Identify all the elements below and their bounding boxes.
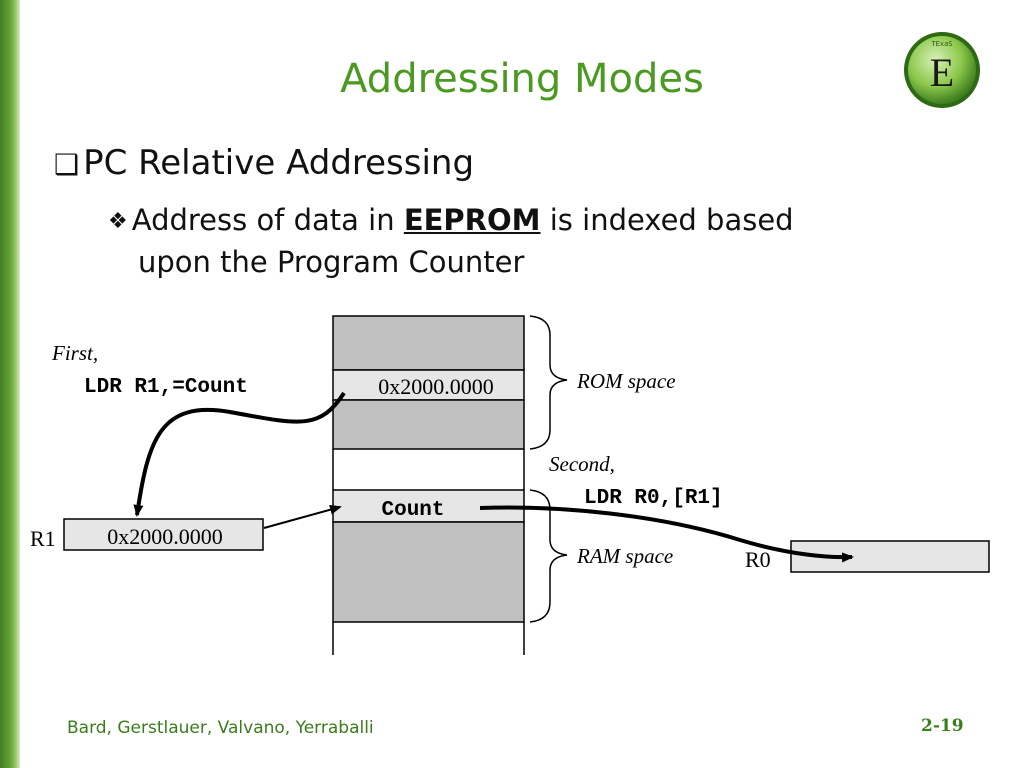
bullet2-emphasis: EEPROM (403, 203, 541, 237)
load-data-arrow (479, 505, 854, 563)
rom-brace (529, 315, 568, 450)
load-address-arrow (133, 391, 346, 517)
ram-space-label: RAM space (576, 544, 673, 568)
first-instruction: LDR R1,=Count (84, 376, 248, 399)
svg-text:TExaS: TExaS (931, 40, 952, 48)
rom-cell (332, 369, 525, 401)
texas-logo: TExaS E (904, 32, 980, 108)
bullet1-text: PC Relative Addressing (83, 143, 475, 183)
rom-block-top (332, 315, 525, 371)
first-label: First, (51, 341, 98, 365)
bullet-pc-relative: ❑PC Relative Addressing (54, 143, 474, 183)
rom-block-bottom (332, 399, 525, 450)
svg-text:E: E (930, 50, 954, 95)
r1-label: R1 (30, 526, 56, 551)
bullet2-line2: upon the Program Counter (138, 245, 525, 279)
slide-title: Addressing Modes (340, 56, 704, 102)
diamond-bullet-icon: ❖ (108, 209, 128, 234)
second-label: Second, (549, 452, 615, 476)
rom-value-text: 0x2000.0000 (378, 374, 494, 399)
slide-sidebar-decoration (0, 0, 20, 768)
bullet-eeprom: ❖Address of data in EEPROM is indexed ba… (108, 200, 928, 283)
ram-block (332, 521, 525, 623)
footer-authors: Bard, Gerstlauer, Valvano, Yerraballi (67, 718, 374, 738)
second-instruction: LDR R0,[R1] (584, 487, 723, 510)
r1-register (63, 518, 264, 551)
memory-column (332, 315, 525, 655)
pointer-arrow (263, 504, 342, 529)
bullet2-suffix: is indexed based (540, 203, 794, 237)
r0-label: R0 (745, 547, 771, 572)
rom-space-label: ROM space (576, 369, 676, 393)
ram-brace (529, 489, 568, 623)
r1-value-text: 0x2000.0000 (107, 524, 223, 549)
checkbox-bullet-icon: ❑ (54, 148, 80, 181)
count-cell-text: Count (381, 499, 444, 522)
page-number: 2-19 (921, 716, 964, 736)
bullet2-prefix: Address of data in (131, 203, 404, 237)
